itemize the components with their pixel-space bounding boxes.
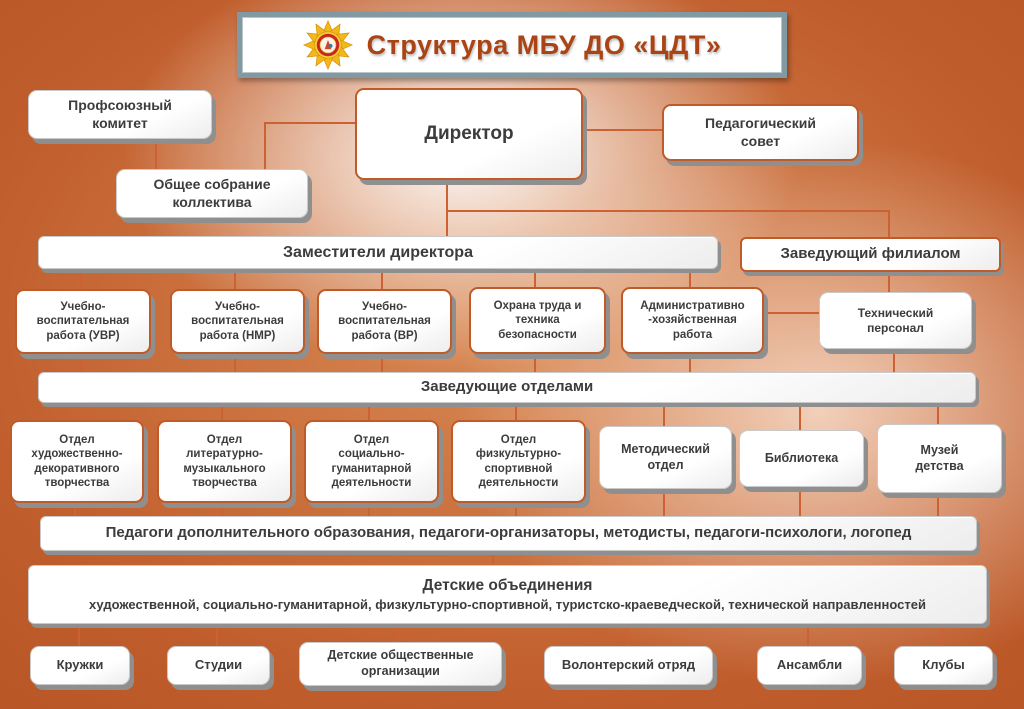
connector-line — [264, 122, 355, 124]
node-volunteer-squad: Волонтерский отряд — [544, 646, 713, 685]
connector-line — [807, 622, 809, 646]
node-teachers-bar: Педагоги дополнительного образования, пе… — [40, 516, 977, 551]
sun-emblem-icon — [302, 20, 353, 70]
node-administrative-work: Административно -хозяйственная работа — [621, 287, 764, 354]
node-ensembles: Ансамбли — [757, 646, 862, 685]
node-labor-safety: Охрана труда и техника безопасности — [469, 287, 606, 354]
connector-line — [888, 268, 890, 292]
node-childhood-museum: Музей детства — [877, 424, 1002, 493]
connector-line — [446, 176, 448, 236]
node-nmr: Учебно- воспитательная работа (НМР) — [170, 289, 305, 354]
connector-line — [368, 401, 370, 420]
connector-line — [74, 499, 76, 516]
node-children-public-organizations: Детские общественные организации — [299, 642, 502, 686]
connector-line — [799, 401, 801, 430]
connector-line — [368, 499, 370, 516]
children-associations-title: Детские объединения — [422, 576, 593, 594]
node-dept-physical-sports: Отдел физкультурно- спортивной деятельно… — [451, 420, 586, 503]
title-bar: Структура МБУ ДО «ЦДТ» — [237, 12, 787, 78]
node-pedagogical-council: Педагогический совет — [662, 104, 859, 161]
node-library: Библиотека — [739, 430, 864, 487]
connector-line — [381, 267, 383, 289]
node-dept-social-humanitarian: Отдел социально- гуманитарной деятельнос… — [304, 420, 439, 503]
connector-line — [155, 137, 157, 169]
node-director: Директор — [355, 88, 583, 180]
connector-line — [78, 622, 80, 646]
connector-line — [689, 267, 691, 289]
connector-line — [80, 267, 82, 289]
connector-line — [234, 267, 236, 289]
node-methodical-dept: Методический отдел — [599, 426, 732, 489]
connector-line — [888, 210, 890, 237]
connector-line — [626, 622, 628, 646]
node-uvr: Учебно- воспитательная работа (УВР) — [15, 289, 151, 354]
node-trade-union-committee: Профсоюзный комитет — [28, 90, 212, 139]
node-vr: Учебно- воспитательная работа (ВР) — [317, 289, 452, 354]
node-circles: Кружки — [30, 646, 130, 685]
connector-line — [579, 129, 662, 131]
node-clubs: Клубы — [894, 646, 993, 685]
connector-line — [74, 401, 76, 420]
connector-line — [381, 350, 383, 372]
connector-line — [663, 401, 665, 426]
connector-line — [937, 401, 939, 424]
connector-line — [221, 499, 223, 516]
node-dept-literary-musical: Отдел литературно- музыкального творчест… — [157, 420, 292, 503]
connector-line — [760, 312, 819, 314]
node-general-assembly: Общее собрание коллектива — [116, 169, 308, 218]
node-technical-staff: Технический персонал — [819, 292, 972, 349]
connector-line — [446, 210, 890, 212]
node-children-associations-bar: Детские объединения художественной, соци… — [28, 565, 987, 624]
connector-line — [221, 401, 223, 420]
node-deputy-directors-bar: Заместители директора — [38, 236, 718, 269]
connector-line — [689, 350, 691, 372]
page-title: Структура МБУ ДО «ЦДТ» — [366, 29, 722, 60]
connector-line — [941, 622, 943, 646]
connector-line — [216, 622, 218, 646]
connector-line — [937, 491, 939, 516]
connector-line — [398, 622, 400, 642]
connector-line — [534, 267, 536, 289]
connector-line — [264, 122, 266, 169]
connector-line — [515, 401, 517, 420]
connector-line — [663, 487, 665, 516]
connector-line — [534, 350, 536, 372]
connector-line — [492, 549, 494, 565]
connector-line — [515, 499, 517, 516]
connector-line — [799, 485, 801, 516]
node-studios: Студии — [167, 646, 270, 685]
connector-line — [80, 350, 82, 372]
node-dept-art-decorative: Отдел художественно- декоративного творч… — [10, 420, 144, 503]
node-department-heads-bar: Заведующие отделами — [38, 372, 976, 403]
connector-line — [234, 350, 236, 372]
node-branch-head: Заведующий филиалом — [740, 237, 1001, 272]
children-associations-subtitle: художественной, социально-гуманитарной, … — [89, 597, 926, 613]
connector-line — [893, 347, 895, 372]
